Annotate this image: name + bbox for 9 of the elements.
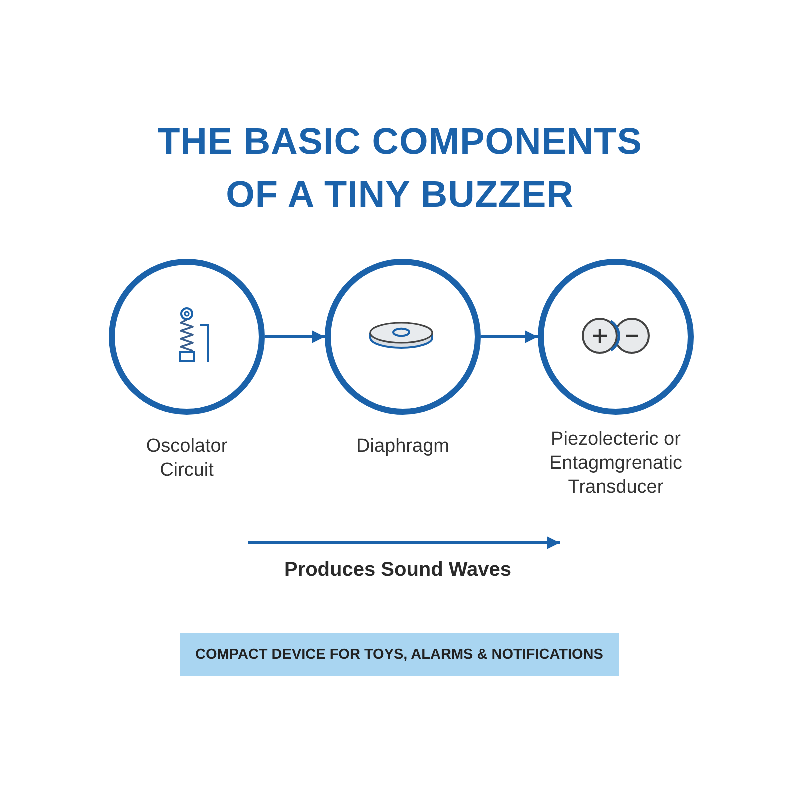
component-label: Oscolator Circuit bbox=[145, 435, 229, 483]
component-label: Piezolecteric or Entagmgrenatic Transducer bbox=[548, 428, 684, 500]
banner bbox=[180, 633, 619, 676]
arrow bbox=[265, 330, 325, 344]
label-text: Produces Sound Waves bbox=[283, 558, 513, 582]
component-label: Diaphragm bbox=[356, 435, 450, 459]
banner-text: COMPACT DEVICE FOR TOYS, ALARMS & NOTIFICATIONS bbox=[196, 646, 604, 664]
arrow bbox=[481, 330, 538, 344]
title: THE BASIC COMPONENTS OF A TINY BUZZER bbox=[156, 120, 644, 217]
